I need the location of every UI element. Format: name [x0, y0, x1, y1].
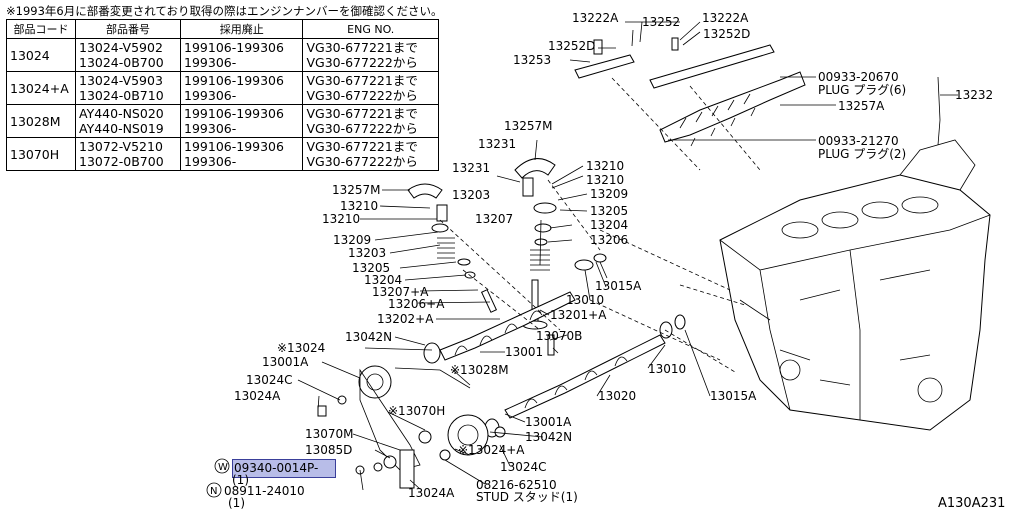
label-13024A: 13024A [408, 486, 455, 500]
label-13232: 13232 [955, 88, 993, 102]
label-13252D: 13252D [548, 39, 595, 53]
label-13222A: 13222A [572, 11, 619, 25]
quantity-label: (1) [232, 473, 249, 487]
label-13203: 13203 [452, 188, 490, 202]
label-00933-21270: 00933-21270 [818, 134, 899, 148]
part-labels: 13222A 13252 13222A 13252D 13252D 13253 … [206, 11, 1005, 511]
table-header-row: 部品コード 部品番号 採用廃止 ENG NO. [6, 19, 439, 39]
label-13024C: 13024C [500, 460, 547, 474]
part-code: 13024 [6, 38, 76, 72]
label-13257M: 13257M [504, 119, 553, 133]
label-13231: 13231 [478, 137, 516, 151]
column-header: 部品番号 [74, 19, 182, 39]
label-13222A: 13222A [702, 11, 749, 25]
label-13209: 13209 [333, 233, 371, 247]
label-plug-6: PLUG プラグ(6) [818, 83, 906, 97]
label-13209: 13209 [590, 187, 628, 201]
label-13020: 13020 [598, 389, 636, 403]
camshaft-drawing [423, 291, 686, 438]
label-13015A: 13015A [710, 389, 757, 403]
figure-id: A130A231 [938, 496, 1005, 511]
label-13010: 13010 [648, 362, 686, 376]
label-13010: 13010 [566, 293, 604, 307]
label-13252D: 13252D [703, 27, 750, 41]
label-13231: 13231 [452, 161, 490, 175]
label-13202A: 13202+A [377, 312, 434, 326]
label-13085D: 13085D [305, 443, 352, 457]
label-13206: 13206 [590, 233, 628, 247]
engine-block-drawing [719, 139, 991, 431]
label-13205: 13205 [590, 204, 628, 218]
leader-lines [297, 21, 958, 491]
label-13204: 13204 [590, 218, 628, 232]
label-13252: 13252 [642, 15, 680, 29]
label-13015A: 13015A [595, 279, 642, 293]
quantity-label: (1) [228, 496, 245, 510]
label-09340-0014P: 09340-0014P- [234, 461, 318, 475]
label-13028M-marked: ※13028M [450, 363, 509, 377]
part-code: 13028M [6, 104, 76, 138]
column-header: 部品コード [6, 19, 76, 39]
washer-symbol: W [218, 462, 228, 473]
label-13257M: 13257M [332, 183, 381, 197]
label-13024-marked: ※13024 [277, 341, 325, 355]
label-08911-24010: 08911-24010 [224, 484, 305, 498]
label-13204: 13204 [364, 273, 402, 287]
label-13001: 13001 [505, 345, 543, 359]
valve-train-drawing [407, 158, 607, 356]
label-13024C: 13024C [246, 373, 293, 387]
label-13207A: 13207+A [372, 285, 429, 299]
label-stud: STUD スタッド(1) [476, 490, 578, 504]
label-13257A: 13257A [838, 99, 885, 113]
nut-symbol: N [210, 486, 217, 497]
notice-text: ※1993年6月に部番変更されており取得の際はエンジンナンバーを御確認ください。 [6, 4, 443, 18]
label-13206A: 13206+A [388, 297, 445, 311]
alignment-lines [439, 77, 761, 373]
label-13042N: 13042N [345, 330, 392, 344]
label-13001A: 13001A [262, 355, 309, 369]
label-13042N: 13042N [525, 430, 572, 444]
label-08216-62510: 08216-62510 [476, 478, 557, 492]
label-13253: 13253 [513, 53, 551, 67]
label-13024A-plus-marked: ※13024+A [458, 443, 525, 457]
label-13203: 13203 [348, 246, 386, 260]
pulley-belt-drawing [317, 365, 506, 489]
label-13210: 13210 [340, 199, 378, 213]
label-13210: 13210 [322, 212, 360, 226]
highlighted-part-box[interactable] [232, 459, 336, 478]
label-13070H-marked: ※13070H [388, 404, 445, 418]
rocker-assembly-drawing [574, 37, 806, 147]
label-13001A: 13001A [525, 415, 572, 429]
label-00933-20670: 00933-20670 [818, 70, 899, 84]
label-13024A: 13024A [234, 389, 281, 403]
part-spec-table: 部品コード 部品番号 採用廃止 ENG NO. 13024 13024-V590… [6, 19, 439, 171]
part-code: 13024+A [6, 71, 76, 105]
label-13210: 13210 [586, 173, 624, 187]
part-code: 13070H [6, 137, 76, 171]
label-13070B: 13070B [536, 329, 582, 343]
label-13205: 13205 [352, 261, 390, 275]
label-plug-2: PLUG プラグ(2) [818, 147, 906, 161]
label-13210: 13210 [586, 159, 624, 173]
label-13201A: 13201+A [550, 308, 607, 322]
label-13070M: 13070M [305, 427, 354, 441]
label-13207: 13207 [475, 212, 513, 226]
